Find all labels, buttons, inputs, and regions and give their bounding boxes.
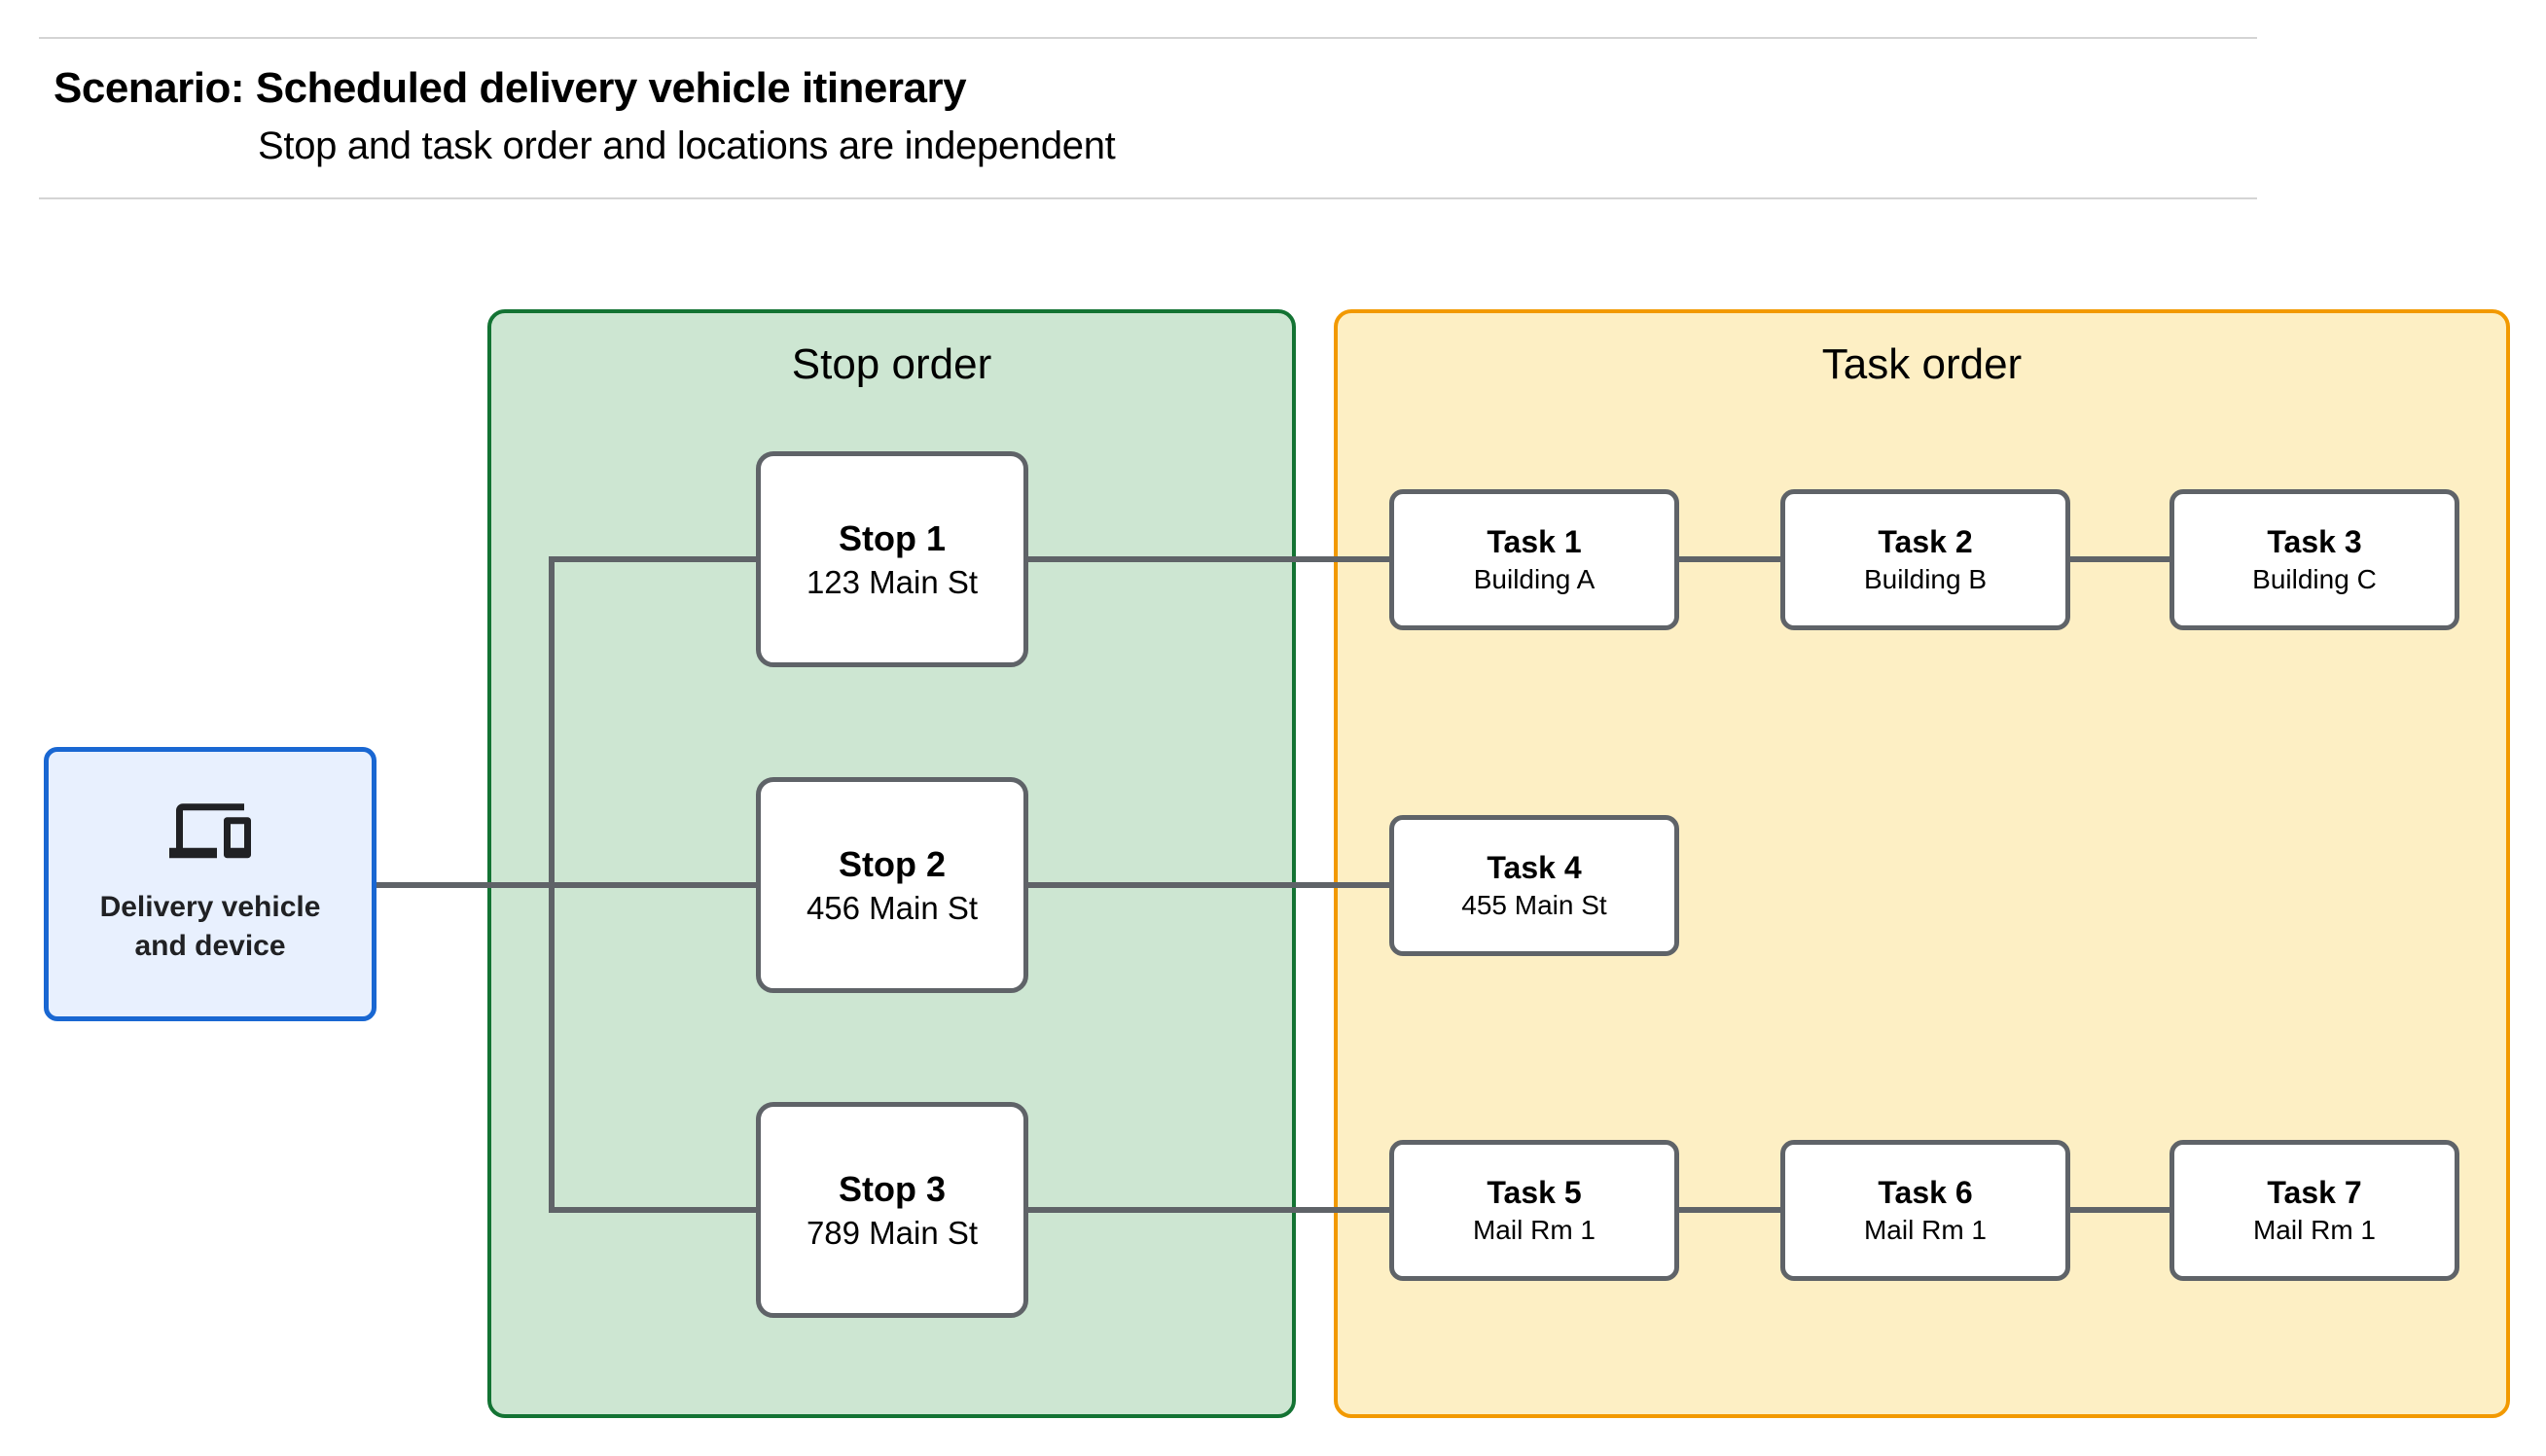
header-divider-top <box>39 37 2257 39</box>
stop-order-title: Stop order <box>791 340 992 388</box>
connector-task5-to-task6 <box>1679 1207 1780 1213</box>
task-3-node: Task 3 Building C <box>2169 489 2459 630</box>
task-1-name: Task 1 <box>1487 524 1582 559</box>
header-divider-bottom <box>39 197 2257 199</box>
task-1-node: Task 1 Building A <box>1389 489 1679 630</box>
stop-1-node: Stop 1 123 Main St <box>756 451 1028 667</box>
vehicle-label-line2: and device <box>134 930 286 962</box>
task-5-node: Task 5 Mail Rm 1 <box>1389 1140 1679 1281</box>
task-3-name: Task 3 <box>2267 524 2362 559</box>
connector-stop2-to-task4 <box>1028 882 1389 888</box>
connector-stop1-to-task1 <box>1028 556 1389 562</box>
task-5-name: Task 5 <box>1487 1175 1582 1210</box>
connector-trunk-to-stop1 <box>549 556 756 562</box>
page-subtitle: Stop and task order and locations are in… <box>258 124 1116 167</box>
connector-stop3-to-task5 <box>1028 1207 1389 1213</box>
task-1-location: Building A <box>1473 564 1596 594</box>
vehicle-label: Delivery vehicle and device <box>100 888 321 965</box>
task-6-node: Task 6 Mail Rm 1 <box>1780 1140 2070 1281</box>
stop-1-name: Stop 1 <box>838 517 946 558</box>
stop-2-location: 456 Main St <box>806 889 979 926</box>
page-title: Scenario: Scheduled delivery vehicle iti… <box>54 64 967 112</box>
connector-task6-to-task7 <box>2070 1207 2169 1213</box>
stop-3-node: Stop 3 789 Main St <box>756 1102 1028 1318</box>
stop-1-location: 123 Main St <box>806 563 979 600</box>
task-2-name: Task 2 <box>1878 524 1973 559</box>
task-6-location: Mail Rm 1 <box>1863 1215 1987 1245</box>
task-3-location: Building C <box>2252 564 2377 594</box>
stop-3-location: 789 Main St <box>806 1214 979 1251</box>
task-6-name: Task 6 <box>1878 1175 1973 1210</box>
connector-task1-to-task2 <box>1679 556 1780 562</box>
task-7-node: Task 7 Mail Rm 1 <box>2169 1140 2459 1281</box>
task-7-location: Mail Rm 1 <box>2252 1215 2376 1245</box>
devices-icon <box>169 803 251 859</box>
task-4-location: 455 Main St <box>1461 890 1607 920</box>
task-order-title: Task order <box>1821 340 2023 388</box>
task-5-location: Mail Rm 1 <box>1472 1215 1596 1245</box>
delivery-vehicle-node: Delivery vehicle and device <box>44 747 377 1021</box>
connector-vehicle-to-stop2 <box>375 882 756 888</box>
connector-task2-to-task3 <box>2070 556 2169 562</box>
stop-3-name: Stop 3 <box>838 1168 946 1209</box>
stop-2-name: Stop 2 <box>838 843 946 884</box>
task-4-node: Task 4 455 Main St <box>1389 815 1679 956</box>
task-7-name: Task 7 <box>2267 1175 2362 1210</box>
task-2-node: Task 2 Building B <box>1780 489 2070 630</box>
task-2-location: Building B <box>1863 564 1988 594</box>
task-4-name: Task 4 <box>1487 850 1582 885</box>
connector-trunk-to-stop3 <box>549 1207 756 1213</box>
stop-2-node: Stop 2 456 Main St <box>756 777 1028 993</box>
vehicle-label-line1: Delivery vehicle <box>99 891 321 924</box>
